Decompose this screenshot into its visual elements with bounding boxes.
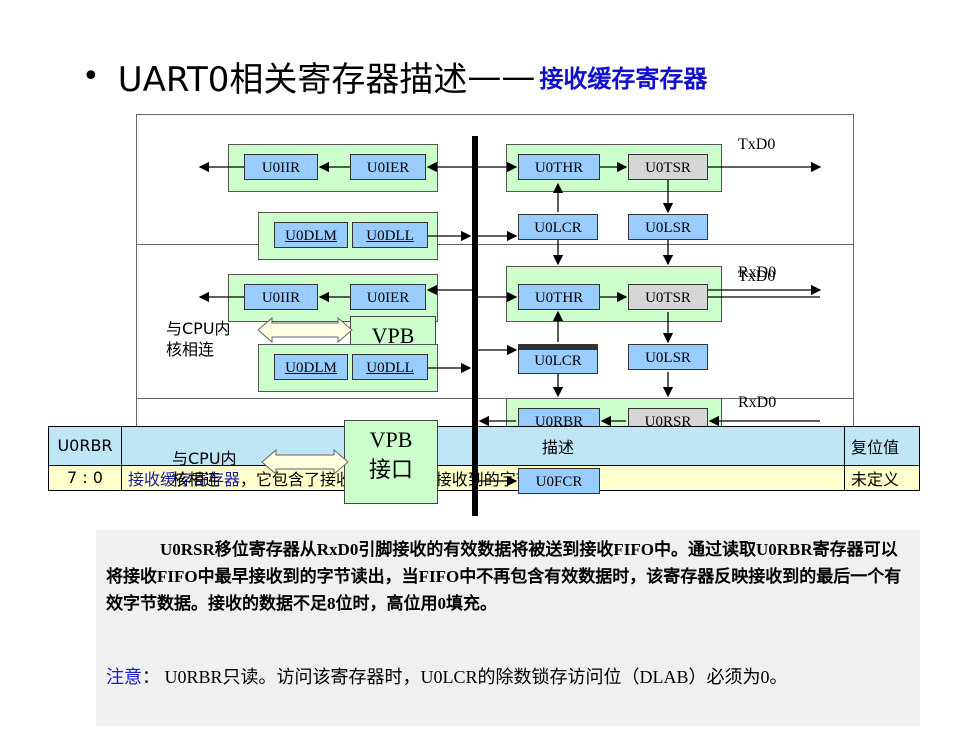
- u0thr-register: U0THR: [518, 154, 600, 180]
- cpu-vpb-arrow-3: [261, 448, 349, 476]
- cpu-core-note-3: 与CPU内 核相连: [172, 449, 237, 489]
- row-reset-value: 未定义: [844, 465, 920, 491]
- title-main: UART0相关寄存器描述: [117, 60, 468, 100]
- title-dash: ——: [467, 56, 536, 97]
- u0iir-register-2: U0IIR: [244, 284, 318, 310]
- cpu-vpb-arrow-2: [257, 316, 353, 344]
- u0lsr-register: U0LSR: [628, 214, 708, 240]
- cpu-core-note-2: 与CPU内 核相连: [166, 319, 231, 359]
- register-table: U0RBR 描述 复位值 7 : 0 接收缓存寄存器，它包含了接收FIFO中最早…: [48, 426, 920, 491]
- u0thr-register-2: U0THR: [518, 284, 600, 310]
- u0tsr-register-2: U0TSR: [628, 284, 708, 310]
- description-paragraph: U0RSR移位寄存器从RxD0引脚接收的有效数据将被送到接收FIFO中。通过读取…: [106, 540, 902, 613]
- u0dlm-register: U0DLM: [274, 222, 348, 248]
- diagram-panel-2: [136, 244, 854, 400]
- u0lsr-register-2: U0LSR: [628, 344, 708, 370]
- row-description: 接收缓存寄存器，它包含了接收FIFO中最早接收到的字节: [121, 465, 845, 491]
- u0dll-register-2: U0DLL: [352, 354, 428, 380]
- row-description-prefix: 接收缓存寄存器: [128, 470, 241, 489]
- u0lcr-register: U0LCR: [518, 214, 598, 240]
- description-box: U0RSR移位寄存器从RxD0引脚接收的有效数据将被送到接收FIFO中。通过读取…: [96, 530, 920, 726]
- u0dlm-register-2: U0DLM: [274, 354, 348, 380]
- rxd0-label-overlap: RxD0: [738, 264, 777, 281]
- rxd0-label: RxD0: [738, 394, 777, 411]
- u0dll-register: U0DLL: [352, 222, 428, 248]
- u0ier-register: U0IER: [350, 154, 426, 180]
- note-label: 注意: [106, 667, 142, 687]
- slide-title: • UART0相关寄存器描述——接收缓存寄存器: [82, 52, 707, 106]
- header-reset-value: 复位值: [844, 426, 920, 466]
- txd0-label-2: TxD0: [738, 268, 776, 285]
- u0tsr-register: U0TSR: [628, 154, 708, 180]
- table-row: 7 : 0 接收缓存寄存器，它包含了接收FIFO中最早接收到的字节 未定义: [48, 465, 920, 491]
- txd0-label: TxD0: [738, 136, 776, 153]
- u0fcr-register: U0FCR: [518, 468, 600, 494]
- vpb-interface-2: VPB 接口: [350, 316, 436, 346]
- u0iir-register: U0IIR: [244, 154, 318, 180]
- vpb-interface-3: VPB 接口: [344, 420, 438, 504]
- u0ier-register-2: U0IER: [350, 284, 426, 310]
- note-text: ： U0RBR只读。访问该寄存器时，U0LCR的除数锁存访问位（DLAB）必须为…: [142, 667, 788, 687]
- header-register-name: U0RBR: [48, 426, 122, 466]
- vpb-bus: [472, 136, 478, 516]
- title-subtitle: 接收缓存寄存器: [539, 65, 708, 93]
- row-bits: 7 : 0: [48, 465, 122, 491]
- note-paragraph: 注意： U0RBR只读。访问该寄存器时，U0LCR的除数锁存访问位（DLAB）必…: [106, 664, 912, 690]
- title-bullet: •: [82, 59, 100, 94]
- u0lcr-register-2: U0LCR: [518, 344, 598, 374]
